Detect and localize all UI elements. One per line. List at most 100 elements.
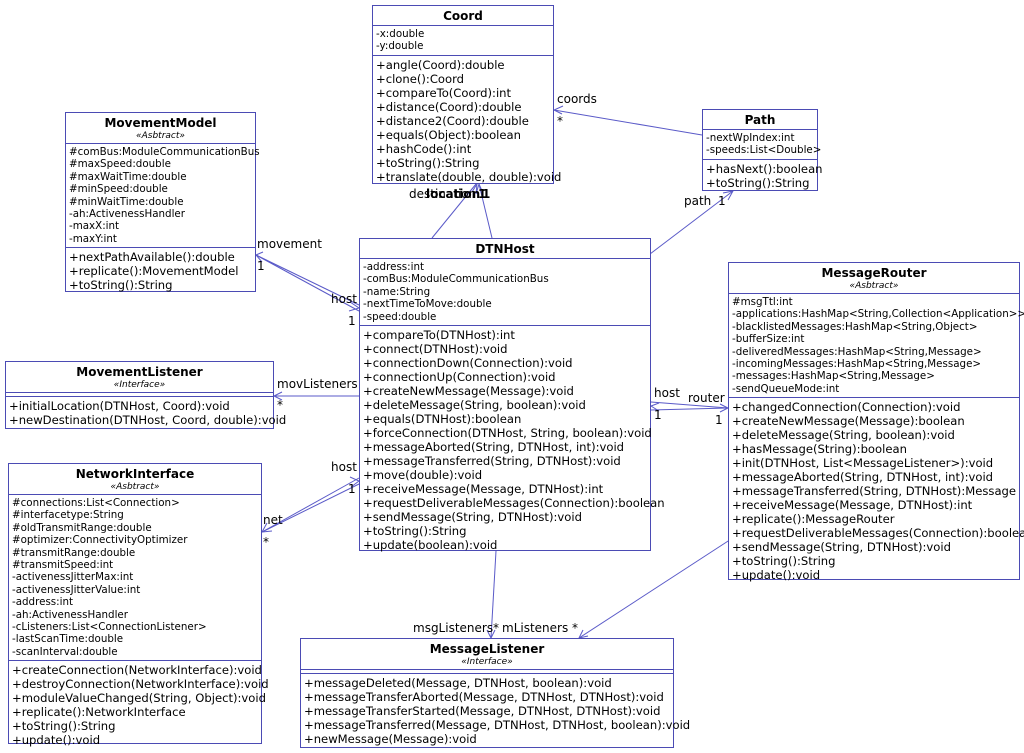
- label-path: path: [684, 194, 712, 208]
- operation: +newDestination(DTNHost, Coord, double):…: [9, 413, 287, 427]
- operation: +hashCode():int: [376, 141, 472, 156]
- operations-section: +createConnection(NetworkInterface):void…: [9, 660, 269, 749]
- operation: +createNewMessage(Message):void: [363, 384, 574, 399]
- arrowhead-mm: [255, 251, 264, 263]
- operation: +toString():String: [69, 278, 173, 293]
- edge-router-mlisteners: [578, 531, 743, 639]
- mult-coords: *: [557, 114, 563, 128]
- operation: +update():void: [12, 733, 101, 748]
- attributes-section: [301, 669, 673, 673]
- operation: +deleteMessage(String, boolean):void: [732, 428, 955, 443]
- mult-host-net: 1: [348, 482, 356, 496]
- edge-host-net-a: [261, 477, 360, 533]
- class-path: Path -nextWpIndex:int-speeds:List<Double…: [702, 109, 823, 192]
- operation: +angle(Coord):double: [376, 57, 505, 72]
- stereotype: «Asbtract»: [110, 482, 160, 492]
- class-dtn-host: DTNHost -address:int-comBus:ModuleCommun…: [359, 238, 665, 554]
- attribute: -cListeners:List<ConnectionListener>: [12, 621, 207, 634]
- attribute: -nextWpIndex:int: [706, 132, 795, 144]
- arrowhead-net: [261, 522, 273, 533]
- operation: +compareTo(Coord):int: [376, 85, 512, 100]
- attributes-section: -x:double-y:double: [373, 25, 553, 55]
- edge-path-coords: [553, 109, 703, 136]
- mult-mov-listeners: *: [277, 398, 283, 412]
- label-msg-listeners: msgListeners: [413, 621, 494, 635]
- attributes-section: [6, 392, 273, 396]
- edge-host-msglisteners: [490, 550, 497, 639]
- arrowhead-coord-2: [475, 182, 484, 195]
- mult-path: 1: [718, 194, 726, 208]
- attribute: -address:int: [12, 596, 74, 609]
- class-name: Path: [744, 113, 776, 127]
- operation: +update():void: [732, 568, 821, 583]
- attribute: #optimizer:ConnectivityOptimizer: [12, 534, 188, 547]
- label-movement: movement: [257, 237, 322, 251]
- attribute: -nextTimeToMove:double: [363, 298, 492, 311]
- attribute: -applications:HashMap<String,Collection<…: [732, 308, 1024, 321]
- operation: +messageTransferStarted(Message, DTNHost…: [304, 704, 661, 718]
- label-host-mm: host: [331, 292, 357, 306]
- attribute: -y:double: [376, 40, 424, 53]
- attributes-section: #comBus:ModuleCommunicationBus#maxSpeed:…: [66, 143, 260, 247]
- operation: +messageAborted(String, DTNHost, int):vo…: [363, 440, 625, 455]
- edge-mm-host-a: [255, 254, 360, 312]
- operation: +requestDeliverableMessages(Connection):…: [732, 526, 1024, 541]
- attribute: -address:int: [363, 261, 425, 273]
- operation: +move(double):void: [363, 468, 483, 483]
- operation: +changedConnection(Connection):void: [732, 400, 961, 415]
- edge-host-location: [478, 183, 493, 239]
- operation: +createConnection(NetworkInterface):void: [12, 663, 262, 678]
- mult-host-mm: 1: [348, 314, 356, 328]
- class-name: MovementModel: [104, 116, 217, 130]
- edge-mm-host-b: [255, 254, 360, 306]
- stereotype: «Asbtract»: [849, 281, 899, 291]
- mult-host-router: 1: [654, 408, 662, 422]
- attribute: #minWaitTime:double: [69, 195, 184, 208]
- operation: +toString():String: [363, 524, 467, 539]
- class-name: Coord: [443, 9, 483, 23]
- operation: +messageAborted(String, DTNHost, int):vo…: [732, 470, 994, 485]
- operation: +connect(DTNHost):void: [363, 342, 508, 357]
- operation: +replicate():NetworkInterface: [12, 705, 186, 720]
- attribute: #comBus:ModuleCommunicationBus: [69, 146, 260, 158]
- operation: +toString():String: [706, 175, 810, 190]
- attribute: -blacklistedMessages:HashMap<String,Obje…: [732, 320, 978, 333]
- operations-section: +hasNext():boolean+toString():String: [703, 158, 823, 192]
- operation: +deleteMessage(String, boolean):void: [363, 398, 586, 413]
- attribute: -ah:ActivenessHandler: [12, 608, 129, 621]
- arrowhead-coords: [552, 105, 564, 115]
- operation: +receiveMessage(Message, DTNHost):int: [732, 498, 973, 513]
- class-name: NetworkInterface: [75, 467, 195, 481]
- operation: +equals(DTNHost):boolean: [363, 412, 522, 427]
- label-host-router: host: [654, 386, 680, 400]
- arrowhead-path: [722, 190, 734, 201]
- mult-location: 1: [482, 187, 491, 201]
- attribute: #minSpeed:double: [69, 183, 168, 196]
- operations-section: +angle(Coord):double+clone():Coord+compa…: [373, 54, 562, 186]
- operation: +init(DTNHost, List<MessageListener>):vo…: [732, 456, 994, 471]
- operation: +distance2(Coord):double: [376, 113, 529, 128]
- edge-host-destination: [431, 183, 477, 239]
- mult-destination: 1: [478, 187, 487, 201]
- arrowhead-coord-1: [471, 183, 478, 195]
- operation: +newMessage(Message):void: [304, 732, 477, 746]
- operations-section: +changedConnection(Connection):void+crea…: [729, 397, 1024, 584]
- operation: +requestDeliverableMessages(Connection):…: [363, 496, 665, 511]
- operation: +createNewMessage(Message):boolean: [732, 414, 965, 429]
- operations-section: +compareTo(DTNHost):int+connect(DTNHost)…: [360, 325, 665, 554]
- class-movement-model: MovementModel «Asbtract» #comBus:ModuleC…: [65, 112, 260, 293]
- operation: +clone():Coord: [376, 71, 465, 86]
- operation: +nextPathAvailable():double: [69, 250, 235, 265]
- mult-m-listeners: *: [572, 621, 578, 635]
- class-name: MessageRouter: [821, 266, 927, 280]
- arrowhead-movlisteners: [272, 391, 283, 401]
- operation: +messageTransferred(String, DTNHost):Mes…: [732, 484, 1017, 499]
- edge-host-router-a: [650, 401, 729, 409]
- attribute: #msgTtl:int: [732, 296, 793, 308]
- operation: +translate(double, double):void: [376, 169, 562, 184]
- class-network-interface: NetworkInterface «Asbtract» #connections…: [8, 463, 269, 747]
- attribute: -activenessJitterValue:int: [12, 583, 141, 596]
- attributes-section: #msgTtl:int-applications:HashMap<String,…: [729, 293, 1024, 397]
- operations-section: +messageDeleted(Message, DTNHost, boolea…: [301, 673, 690, 748]
